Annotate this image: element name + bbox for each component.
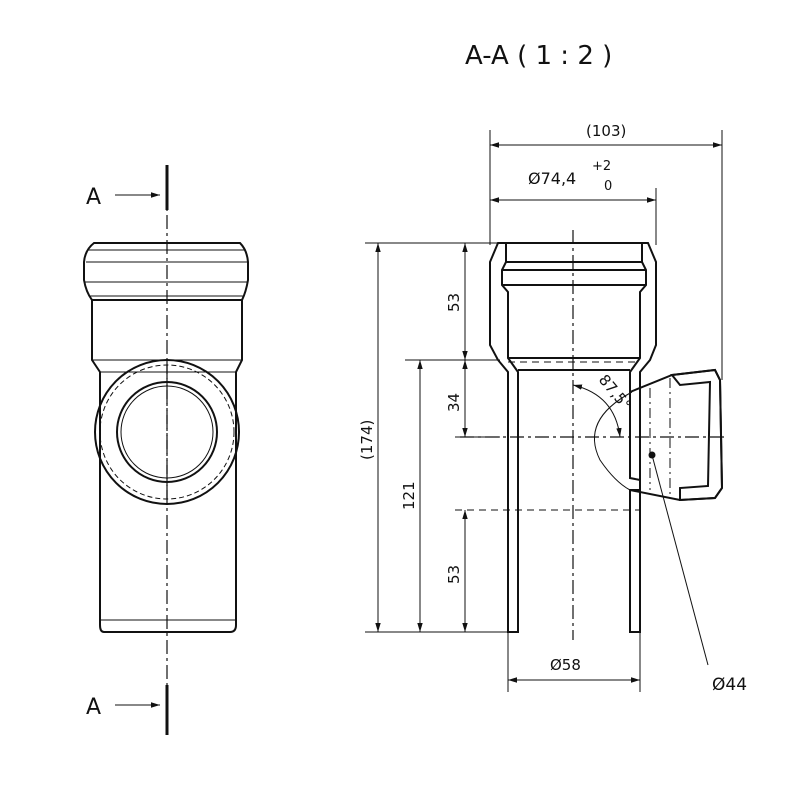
dim-overall-width: (103) [586, 122, 626, 140]
dim-branch-height: 121 [400, 481, 418, 510]
section-arrow-top: A [86, 165, 169, 210]
dim-overall-height: (174) [358, 420, 376, 460]
dim-pipe-diameter: Ø58 [550, 656, 581, 674]
dimensions: (103) Ø74,4 +2 0 (174) 121 53 34 53 Ø58 … [358, 122, 747, 695]
section-label-bottom: A [86, 695, 101, 720]
section-label-top: A [86, 185, 101, 210]
pipe-body [91, 300, 243, 633]
dim-socket-diameter: Ø74,4 [528, 169, 576, 188]
branch-cap [670, 368, 724, 502]
dim-spigot-length: 53 [445, 565, 463, 584]
branch-inner-circle [116, 381, 218, 483]
socket [83, 242, 249, 301]
section-title: A-A ( 1 : 2 ) [465, 41, 612, 71]
dim-tol-lower: 0 [604, 179, 612, 194]
dim-tol-upper: +2 [592, 159, 611, 174]
section-view: 87,5° [460, 230, 725, 666]
dim-socket-depth: 53 [445, 293, 463, 312]
front-view: A A [83, 165, 249, 735]
dim-branch-offset: 34 [445, 393, 463, 412]
leader-line [651, 454, 709, 666]
section-arrow-bottom: A [86, 685, 169, 735]
dim-branch-diameter: Ø44 [712, 675, 747, 695]
